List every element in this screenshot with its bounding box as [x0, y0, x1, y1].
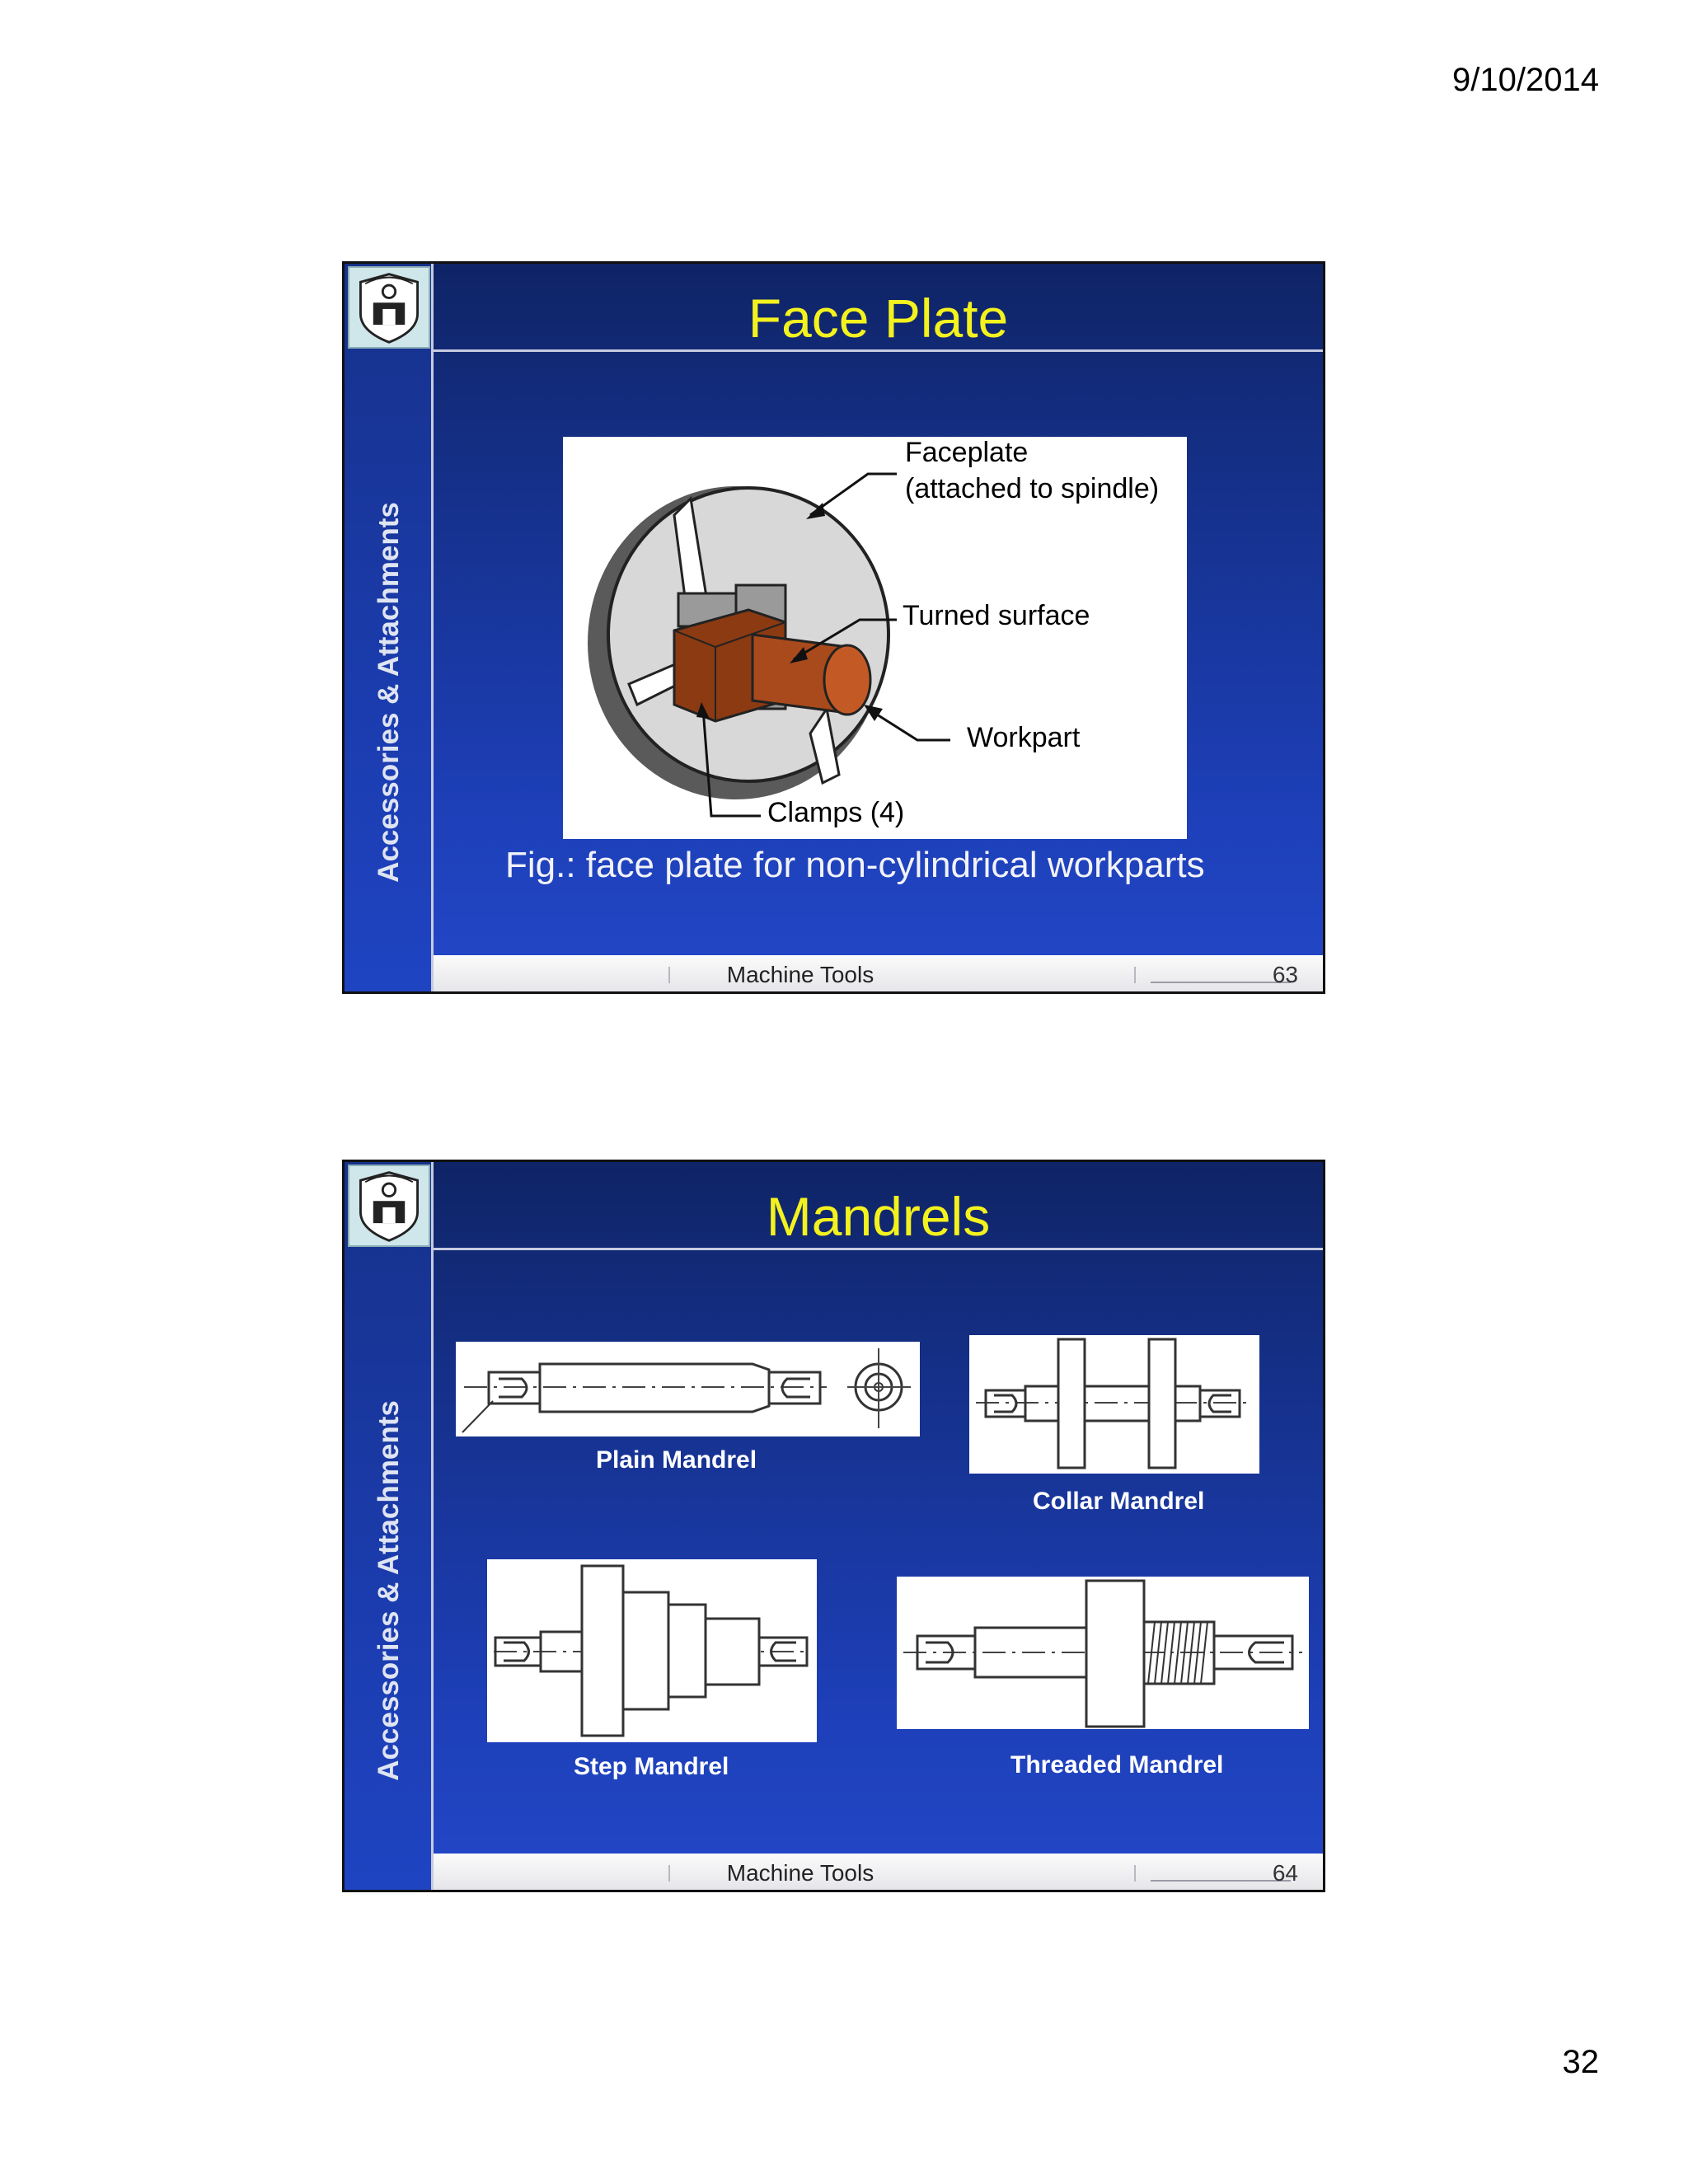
sidebar-label: Accessories & Attachments — [373, 502, 405, 883]
title-divider — [434, 349, 1323, 352]
page-number: 32 — [1562, 2044, 1600, 2080]
workpart-label: Workpart — [967, 722, 1081, 753]
sidebar-label: Accessories & Attachments — [373, 1400, 405, 1781]
slide-number: 64 — [1272, 1860, 1298, 1886]
slide-title: Mandrels — [766, 1186, 991, 1247]
slide-face-plate: Accessories & Attachments Face Plate — [342, 261, 1325, 994]
title-divider — [434, 1248, 1323, 1250]
slide-number: 63 — [1272, 962, 1298, 987]
institute-logo-icon — [348, 266, 430, 349]
faceplate-label: Faceplate — [905, 437, 1029, 468]
collar-mandrel-figure — [969, 1335, 1259, 1474]
collar-mandrel-label: Collar Mandrel — [1033, 1488, 1205, 1515]
clamps-label: Clamps (4) — [767, 797, 905, 828]
footer-title: Machine Tools — [726, 1860, 874, 1886]
turned-surface-label: Turned surface — [903, 600, 1090, 631]
slide-footer: Machine Tools 63 — [434, 955, 1323, 991]
plain-mandrel-figure — [456, 1342, 920, 1436]
slide-mandrels: Accessories & Attachments Mandrels Plain… — [342, 1160, 1325, 1892]
institute-logo-icon — [348, 1165, 430, 1247]
slide-title: Face Plate — [748, 288, 1009, 349]
plain-mandrel-label: Plain Mandrel — [596, 1446, 757, 1474]
face-plate-figure: Faceplate (attached to spindle) Turned s… — [563, 437, 1187, 839]
threaded-mandrel-figure — [897, 1577, 1309, 1729]
step-mandrel-label: Step Mandrel — [574, 1753, 729, 1780]
figure-caption: Fig.: face plate for non-cylindrical wor… — [505, 845, 1205, 885]
step-mandrel-figure — [487, 1559, 817, 1742]
slide-footer: Machine Tools 64 — [434, 1854, 1323, 1890]
slide-sidebar: Accessories & Attachments — [345, 264, 434, 991]
threaded-mandrel-label: Threaded Mandrel — [1010, 1751, 1224, 1779]
face-plate-diagram — [588, 472, 950, 818]
footer-title: Machine Tools — [726, 962, 874, 987]
slide-sidebar: Accessories & Attachments — [345, 1162, 434, 1890]
page-date: 9/10/2014 — [1452, 62, 1599, 98]
faceplate-note-label: (attached to spindle) — [905, 473, 1160, 504]
